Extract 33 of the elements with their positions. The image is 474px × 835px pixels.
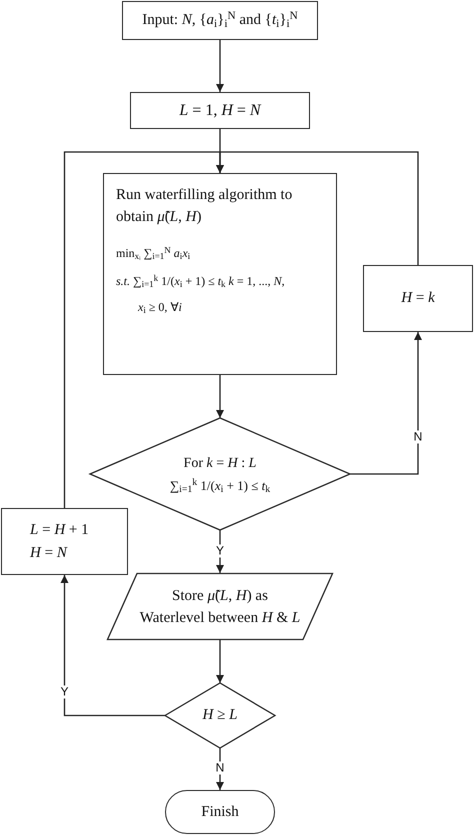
step-text: H = N bbox=[30, 544, 67, 562]
step-text: L = H + 1 bbox=[30, 521, 89, 540]
step-text: Run waterfilling algorithm to obtain μ̃(L, H) bbox=[116, 186, 294, 227]
decision-diamond bbox=[90, 418, 350, 530]
arrow bbox=[216, 640, 224, 683]
condition-text: For k = H : L bbox=[184, 454, 256, 473]
edge-label: Y bbox=[60, 686, 70, 698]
arrow bbox=[216, 40, 224, 92]
process-box bbox=[1, 508, 128, 575]
edge-label: Y bbox=[215, 544, 225, 558]
terminal-box bbox=[165, 790, 275, 834]
step-text: L = 1, H = N bbox=[179, 100, 261, 120]
input-box bbox=[122, 1, 318, 40]
edge-label: N bbox=[214, 762, 226, 774]
arrow bbox=[350, 332, 422, 475]
arrow bbox=[216, 748, 224, 790]
step-text: Store μ̃(L, H) as Waterlevel between H & L bbox=[138, 586, 302, 628]
process-box bbox=[103, 173, 337, 375]
decision-diamond bbox=[165, 683, 275, 748]
formula-text: x$_{i}$ ≥ 0, ∀i bbox=[136, 299, 182, 316]
data-parallelogram bbox=[107, 573, 333, 640]
condition-text: H ≥ L bbox=[202, 706, 238, 726]
arrow bbox=[60, 575, 165, 716]
process-box bbox=[363, 265, 473, 332]
formula-text: s.t. ∑$_{i=1}$$^{k}$ 1/(x$_{i}$ + 1) ≤ t$_{k}$ k = 1, ..., N, bbox=[116, 272, 285, 290]
formula-text: min$_{xᵢ}$ ∑$_{i=1}$$^{N}$ a$_{i}$x$_{i}$ bbox=[116, 244, 190, 262]
arrow bbox=[64, 151, 224, 508]
edge-label: N bbox=[412, 430, 424, 444]
formula-text: ∑$_{i=1}$$^{k}$ 1/(x$_{i}$ + 1) ≤ t$_{k}$ bbox=[170, 476, 270, 496]
step-text: H = k bbox=[401, 289, 435, 308]
process-box bbox=[130, 92, 310, 129]
terminal-text: Finish bbox=[201, 802, 239, 822]
arrow bbox=[216, 375, 224, 418]
